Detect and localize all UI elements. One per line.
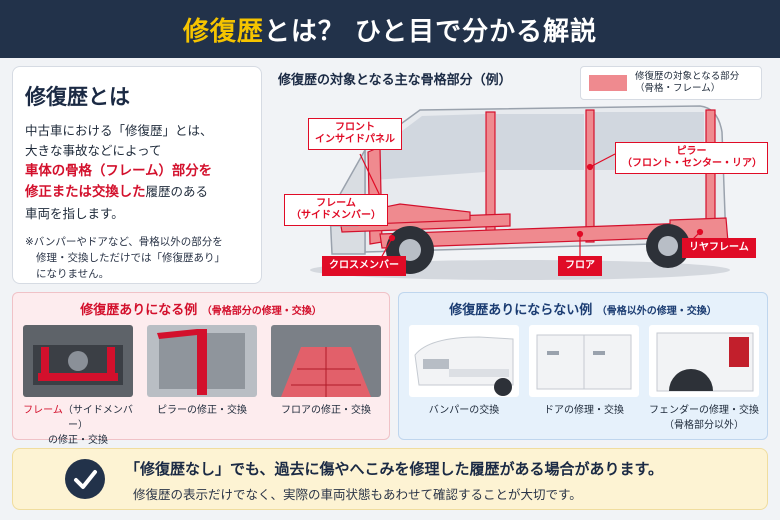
caption-highlight: フレーム [23, 405, 63, 416]
nonrepair-title: 修復歴ありにならない例 （骨格以外の修理・交換） [399, 299, 767, 318]
nonrepair-subtitle: （骨格以外の修理・交換） [596, 306, 717, 317]
callout-line: フレーム [316, 198, 356, 209]
note-line: 修理・交換しただけでは「修復歴あり」 [36, 252, 225, 265]
nonrepair-title-text: 修復歴ありにならない例 [449, 303, 593, 318]
bumper-photo [409, 325, 519, 397]
legend-line: 修復歴の対象となる部分 [635, 70, 740, 82]
bottom-note: 「修復歴なし」でも、過去に傷やへこみを修理した履歴がある場合があります。 修復歴… [12, 448, 768, 510]
callout-line: フロント [335, 122, 375, 133]
intro-emphasis: 車体の骨格（フレーム）部分を [25, 164, 213, 179]
note-subline: 修復歴の表示だけでなく、実際の車両状態もあわせて確認することが大切です。 [133, 487, 582, 502]
legend-swatch [589, 75, 627, 91]
legend-text: 修復歴の対象となる部分 （骨格・フレーム） [635, 71, 739, 96]
callout-crossmember: クロスメンバー [322, 256, 406, 276]
page-title: 修復歴とは？ ひと目で分かる解説 [0, 0, 780, 58]
intro-emphasis: 修正または交換した [25, 185, 146, 201]
repair-subtitle: （骨格部分の修理・交換） [201, 306, 322, 317]
caption-text: の修正・交換 [48, 435, 108, 446]
callout-line: （サイドメンバー） [291, 210, 381, 221]
intro-line: 履歴のある [145, 184, 209, 200]
frame-diagram: 修復歴の対象となる主な骨格部分（例） 修復歴の対象となる部分 （骨格・フレーム） [270, 66, 768, 284]
pillar-repair-photo [147, 325, 257, 397]
callout-front-inside-panel: フロント インサイドパネル [308, 118, 402, 150]
intro-line: 中古車における「修復歴」とは、 [25, 123, 213, 138]
callout-floor: フロア [558, 256, 602, 276]
intro-card: 修復歴とは 中古車における「修復歴」とは、 大きな事故などによって 車体の骨格（… [12, 66, 262, 284]
bumper-caption: バンパーの交換 [428, 405, 500, 416]
legend-line: （骨格・フレーム） [635, 83, 721, 94]
note-line: ※バンパーやドアなど、骨格以外の部分を [25, 235, 223, 248]
note-line: になりません。 [36, 268, 110, 281]
title-highlight: 修復歴 [182, 16, 264, 47]
title-rest: とは？ ひと目で分かる解説 [263, 16, 598, 47]
callout-frame: フレーム （サイドメンバー） [284, 194, 388, 226]
legend: 修復歴の対象となる部分 （骨格・フレーム） [580, 66, 762, 100]
caption-text: （サイドメンバー） [62, 405, 133, 431]
callout-rear-frame: リヤフレーム [682, 238, 756, 258]
pillar-repair-caption: ピラーの修正・交換 [157, 405, 247, 416]
door-caption: ドアの修理・交換 [544, 405, 624, 416]
callout-line: インサイドパネル [315, 134, 395, 145]
door-photo [529, 325, 639, 397]
caption-text: フェンダーの修理・交換 [649, 405, 759, 416]
fender-photo [649, 325, 759, 397]
non-repair-examples-panel: 修復歴ありにならない例 （骨格以外の修理・交換） バンパーの交換 ドアの修理・交… [398, 292, 768, 440]
caption-text: （骨格部分以外） [664, 420, 744, 431]
callout-line: （フロント・センター・リア） [622, 158, 762, 169]
intro-line: 車両を指します。 [25, 205, 124, 221]
diagram-title: 修復歴の対象となる主な骨格部分（例） [278, 73, 512, 88]
callout-pillar: ピラー （フロント・センター・リア） [615, 142, 768, 174]
intro-text: 中古車における「修復歴」とは、 大きな事故などによって 車体の骨格（フレーム）部… [25, 121, 249, 224]
note-headline: 「修復歴なし」でも、過去に傷やへこみを修理した履歴がある場合があります。 [125, 460, 664, 478]
fender-caption: フェンダーの修理・交換 （骨格部分以外） [642, 403, 766, 433]
floor-repair-caption: フロアの修正・交換 [281, 405, 371, 416]
frame-repair-caption: フレーム（サイドメンバー） の修正・交換 [16, 403, 140, 448]
callout-line: ピラー [676, 146, 707, 157]
intro-note: ※バンパーやドアなど、骨格以外の部分を 修理・交換しただけでは「修復歴あり」 に… [25, 234, 249, 283]
intro-heading: 修復歴とは [25, 85, 130, 109]
floor-repair-photo [271, 325, 381, 397]
repair-title-text: 修復歴ありになる例 [80, 303, 198, 318]
repair-examples-panel: 修復歴ありになる例 （骨格部分の修理・交換） フレーム（サイドメンバー） の修正… [12, 292, 390, 446]
intro-line: 大きな事故などによって [25, 143, 162, 158]
check-icon [65, 459, 105, 499]
repair-title: 修復歴ありになる例 （骨格部分の修理・交換） [13, 299, 389, 318]
frame-repair-photo [23, 325, 133, 397]
